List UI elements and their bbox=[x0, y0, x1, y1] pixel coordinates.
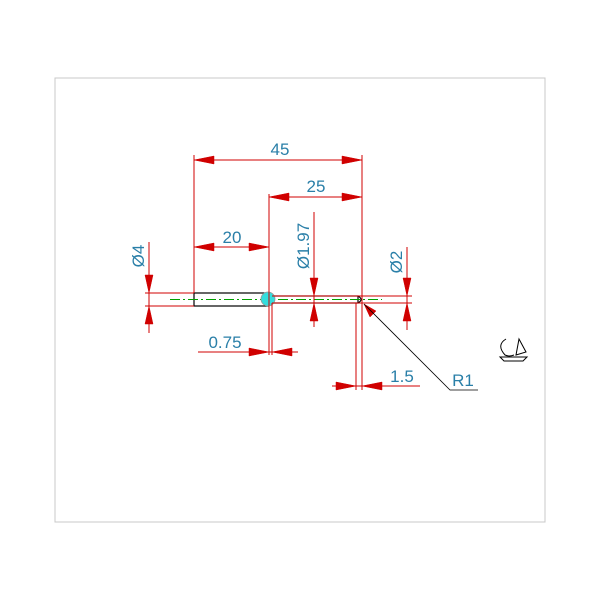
dim-overall-length: 45 bbox=[271, 140, 290, 159]
arrowheads bbox=[144, 155, 412, 391]
dim-tip-radius: R1 bbox=[452, 371, 474, 390]
fillet-highlight bbox=[260, 291, 276, 307]
dim-small-diameter: Ø1.97 bbox=[294, 223, 313, 269]
dim-tip-offset: 1.5 bbox=[390, 367, 414, 386]
extension-lines bbox=[145, 155, 412, 390]
drawing-frame bbox=[54, 77, 546, 523]
dim-small-section-length: 25 bbox=[307, 177, 326, 196]
sailboat-icon bbox=[498, 337, 529, 362]
dim-large-diameter: Ø4 bbox=[129, 245, 148, 268]
radius-leader bbox=[363, 303, 478, 391]
dim-large-section-length: 20 bbox=[223, 228, 242, 247]
dim-tip-diameter: Ø2 bbox=[387, 251, 406, 274]
dim-fillet-offset: 0.75 bbox=[208, 333, 241, 352]
